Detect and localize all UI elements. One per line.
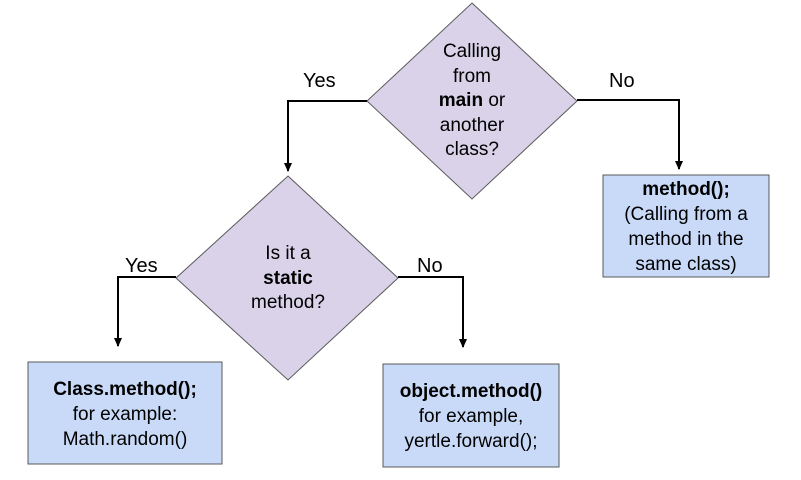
main-keyword: main: [438, 90, 484, 111]
top-decision-diamond: [366, 2, 578, 200]
static-box-line2: for example:: [72, 404, 178, 425]
object-box: [382, 363, 560, 468]
top-decision-line3: main or: [412, 89, 532, 114]
top-decision-line5: class?: [445, 139, 499, 160]
static-box-title: Class.method();: [53, 379, 197, 400]
static-decision-diamond: [175, 175, 399, 381]
top-decision-line1: Calling: [442, 41, 502, 62]
same-class-box-line4: same class): [635, 254, 737, 275]
top-decision-line4: another: [439, 114, 505, 136]
static-box-line3: Math.random(): [62, 429, 188, 450]
top-decision-text: Calling from main or another class?: [412, 40, 532, 163]
static-box: [27, 361, 223, 465]
same-class-box-line3: method in the: [628, 229, 744, 250]
no-connector-static: [398, 276, 467, 348]
static-decision-text: Is it a static method?: [228, 242, 348, 316]
top-decision-line2: from: [453, 65, 491, 87]
top-no-label: No: [609, 70, 635, 92]
same-class-box-line2: (Calling from a: [624, 204, 748, 225]
static-keyword: static: [263, 267, 313, 289]
yes-connector-top: [284, 100, 367, 172]
static-decision-line3: method?: [251, 292, 325, 313]
top-decision-line3-rest: or: [483, 90, 506, 111]
static-decision-line1: Is it a: [265, 243, 311, 264]
no-connector-top: [577, 99, 683, 170]
static-yes-label: Yes: [125, 255, 158, 277]
same-class-box-text: method(); (Calling from a method in the …: [603, 177, 769, 277]
object-box-text: object.method() for example, yertle.forw…: [383, 379, 559, 454]
static-no-label: No: [417, 255, 443, 277]
yes-connector-static: [114, 276, 176, 347]
same-class-box: [602, 174, 770, 278]
top-yes-label: Yes: [303, 70, 336, 92]
object-box-title: object.method(): [399, 381, 543, 402]
static-box-text: Class.method(); for example: Math.random…: [28, 377, 222, 452]
same-class-box-title: method();: [642, 179, 730, 200]
object-box-line2: for example,: [418, 406, 524, 427]
object-box-line3: yertle.forward();: [404, 431, 538, 452]
